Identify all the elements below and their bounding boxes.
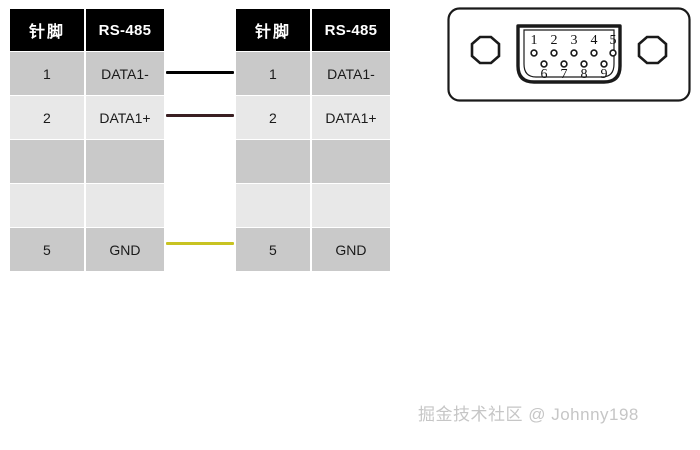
left-pin-table-body: 1 DATA1- 2 DATA1+ 5 GND: [10, 52, 164, 271]
pin-label-4: 4: [591, 33, 598, 48]
pin-label-1: 1: [531, 33, 538, 48]
table-header-row: 针脚 RS-485: [10, 9, 164, 51]
cell-pin: 1: [10, 52, 84, 95]
pin-label-6: 6: [541, 67, 548, 82]
cell-pin: 2: [236, 96, 310, 139]
header-signal-left: RS-485: [85, 9, 164, 51]
pin-hole-2: [550, 49, 558, 57]
wire-gnd: [166, 242, 234, 245]
db9-top-pin-holes: [530, 49, 617, 57]
cell-pin: 5: [236, 228, 310, 271]
pin-label-3: 3: [571, 33, 578, 48]
db9-connector: 1 2 3 4 5 6 7 8 9: [447, 7, 691, 102]
pin-hole-6: [540, 60, 548, 68]
db9-bottom-pin-labels: 6 7 8 9: [541, 67, 608, 82]
cell-signal: DATA1+: [311, 96, 390, 139]
right-pin-table-body: 1 DATA1- 2 DATA1+ 5 GND: [236, 52, 390, 271]
pin-label-5: 5: [610, 33, 617, 48]
table-row: [236, 140, 390, 183]
header-signal-right: RS-485: [311, 9, 390, 51]
pin-label-9: 9: [601, 67, 608, 82]
watermark-text: 掘金技术社区 @ Johnny198: [418, 405, 639, 424]
db9-shroud-outline: [516, 24, 622, 84]
right-pin-table: 针脚 RS-485 1 DATA1- 2 DATA1+ 5: [234, 8, 392, 272]
table-row: 5 GND: [10, 228, 164, 271]
cell-pin: 2: [10, 96, 84, 139]
table-row: 1 DATA1-: [10, 52, 164, 95]
screw-hole-left-icon: [470, 35, 501, 65]
cell-signal: GND: [85, 228, 164, 271]
cell-pin: 1: [236, 52, 310, 95]
cell-signal: DATA1+: [85, 96, 164, 139]
table-row: 1 DATA1-: [236, 52, 390, 95]
header-pin-right: 针脚: [236, 9, 310, 51]
pin-hole-8: [580, 60, 588, 68]
pin-hole-1: [530, 49, 538, 57]
screw-hole-right-icon: [637, 35, 668, 65]
cell-pin: [10, 184, 84, 227]
cell-signal: [311, 140, 390, 183]
pin-hole-3: [570, 49, 578, 57]
table-header-row: 针脚 RS-485: [236, 9, 390, 51]
cell-signal: DATA1-: [311, 52, 390, 95]
header-pin-left: 针脚: [10, 9, 84, 51]
pin-hole-9: [600, 60, 608, 68]
table-row: 2 DATA1+: [10, 96, 164, 139]
cell-signal: [85, 184, 164, 227]
wire-data1-plus: [166, 114, 234, 117]
pin-label-7: 7: [561, 67, 568, 82]
table-row: 5 GND: [236, 228, 390, 271]
db9-shroud-inner: [523, 29, 615, 78]
left-pin-table: 针脚 RS-485 1 DATA1- 2 DATA1+ 5: [8, 8, 166, 272]
pin-hole-7: [560, 60, 568, 68]
table-row: [236, 184, 390, 227]
table-row: 2 DATA1+: [236, 96, 390, 139]
cell-signal: GND: [311, 228, 390, 271]
cell-pin: 5: [10, 228, 84, 271]
table-row: [10, 184, 164, 227]
pin-hole-4: [590, 49, 598, 57]
db9-top-pin-labels: 1 2 3 4 5: [531, 33, 617, 48]
cell-pin: [236, 184, 310, 227]
wire-data1-minus: [166, 71, 234, 74]
right-pin-table-header: 针脚 RS-485: [236, 9, 390, 51]
cell-pin: [236, 140, 310, 183]
db9-bottom-pin-holes: [540, 60, 608, 68]
cell-signal: DATA1-: [85, 52, 164, 95]
left-pin-table-header: 针脚 RS-485: [10, 9, 164, 51]
pin-label-2: 2: [551, 33, 558, 48]
cell-signal: [311, 184, 390, 227]
pin-label-8: 8: [581, 67, 588, 82]
pin-hole-5: [609, 49, 617, 57]
table-row: [10, 140, 164, 183]
cell-pin: [10, 140, 84, 183]
cell-signal: [85, 140, 164, 183]
